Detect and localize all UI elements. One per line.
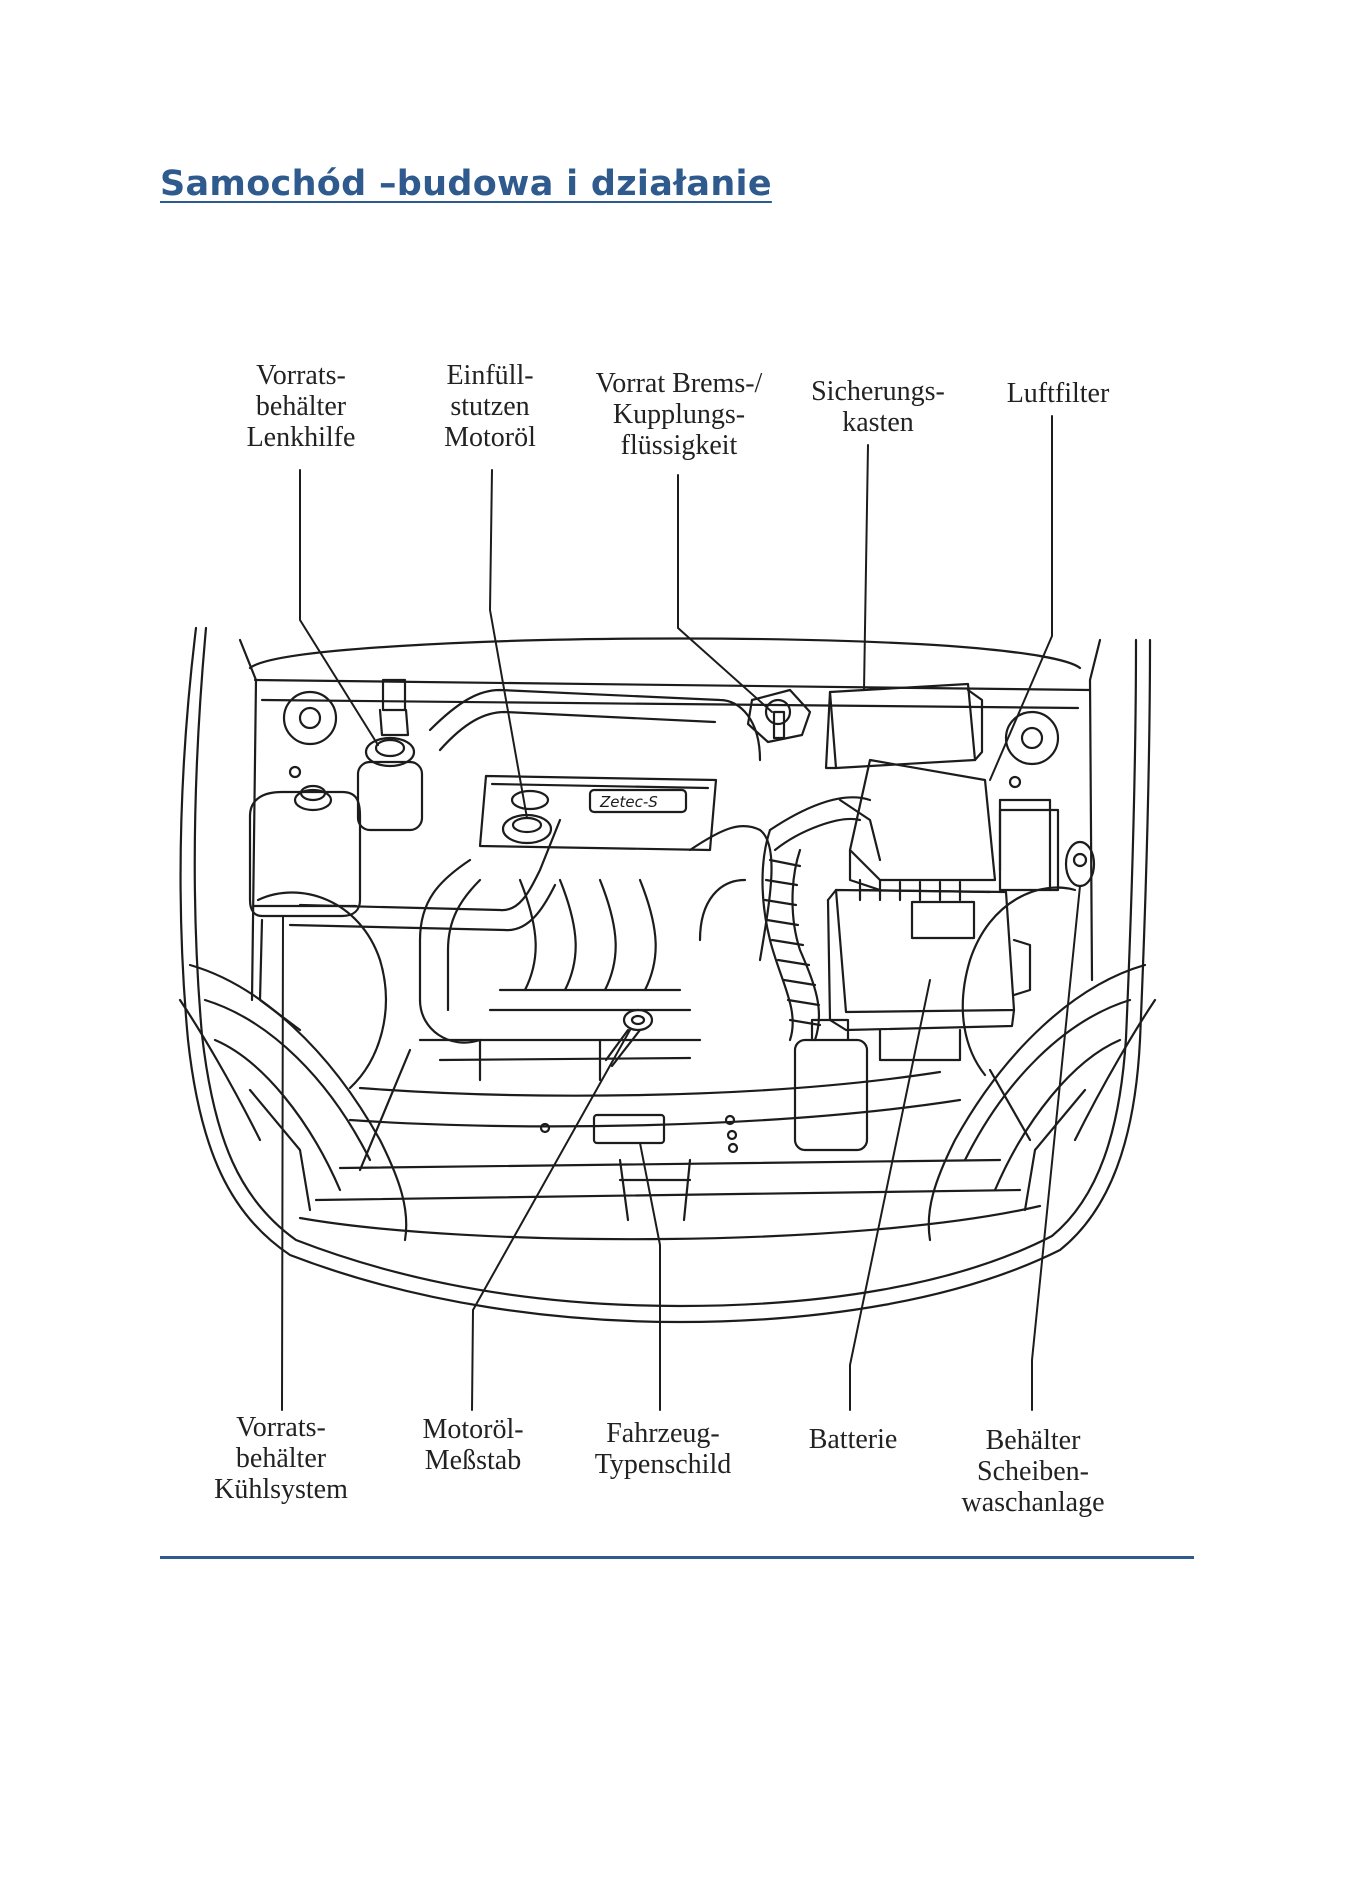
vehicle-type-plate [592,1113,666,1145]
svg-text:Zetec-S: Zetec-S [599,793,658,811]
divider-line [160,1556,1194,1559]
leader-line-luftfilter [989,415,1053,781]
label-vorratsbehaelter-lenkhilfe: Vorrats- behälter Lenkhilfe [246,360,356,453]
label-vorrat-brems-kupplungsfluessigkeit: Vorrat Brems-/ Kupplungs- flüssigkeit [595,368,763,461]
leader-line-waschanlage [1031,885,1081,1411]
bay-details [358,808,1060,1222]
leader-line-sicherungskasten [863,444,869,691]
label-einfuellstutzen-motoroel: Einfüll- stutzen Motoröl [444,360,536,453]
power-steering-reservoir [356,678,424,832]
leader-line-einfuell [489,469,528,819]
label-behaelter-scheibenwaschanlage: Behälter Scheiben- waschanlage [961,1425,1105,1518]
oil-dipstick [604,1008,654,1068]
leader-line-kuehlsystem [281,915,284,1411]
label-fahrzeug-typenschild: Fahrzeug- Typenschild [594,1418,732,1480]
leader-line-typenschild [639,1142,661,1411]
leader-line-messstab [471,1029,631,1411]
leader-line-bremsfluessigkeit [677,474,773,713]
page-title: Samochód –budowa i działanie [160,164,772,204]
label-vorratsbehaelter-kuehlsystem: Vorrats- behälter Kühlsystem [214,1412,348,1505]
engine-block: Zetec-S [258,688,773,1082]
label-luftfilter: Luftfilter [1006,378,1110,409]
coolant-reservoir [248,784,362,918]
brake-fluid-reservoir [746,688,812,744]
label-motoroel-messstab: Motoröl- Meßstab [422,1414,524,1476]
fuse-box [824,682,984,770]
leader-lines [281,415,1081,1411]
washer-reservoir [998,798,1096,892]
leader-line-lenkhilfe [299,469,379,746]
air-filter [761,758,997,1042]
car-body-outline [178,626,1157,1324]
leader-line-batterie [849,979,931,1411]
label-sicherungskasten: Sicherungs- kasten [811,376,945,438]
battery [826,888,1032,1062]
label-batterie: Batterie [808,1424,898,1455]
